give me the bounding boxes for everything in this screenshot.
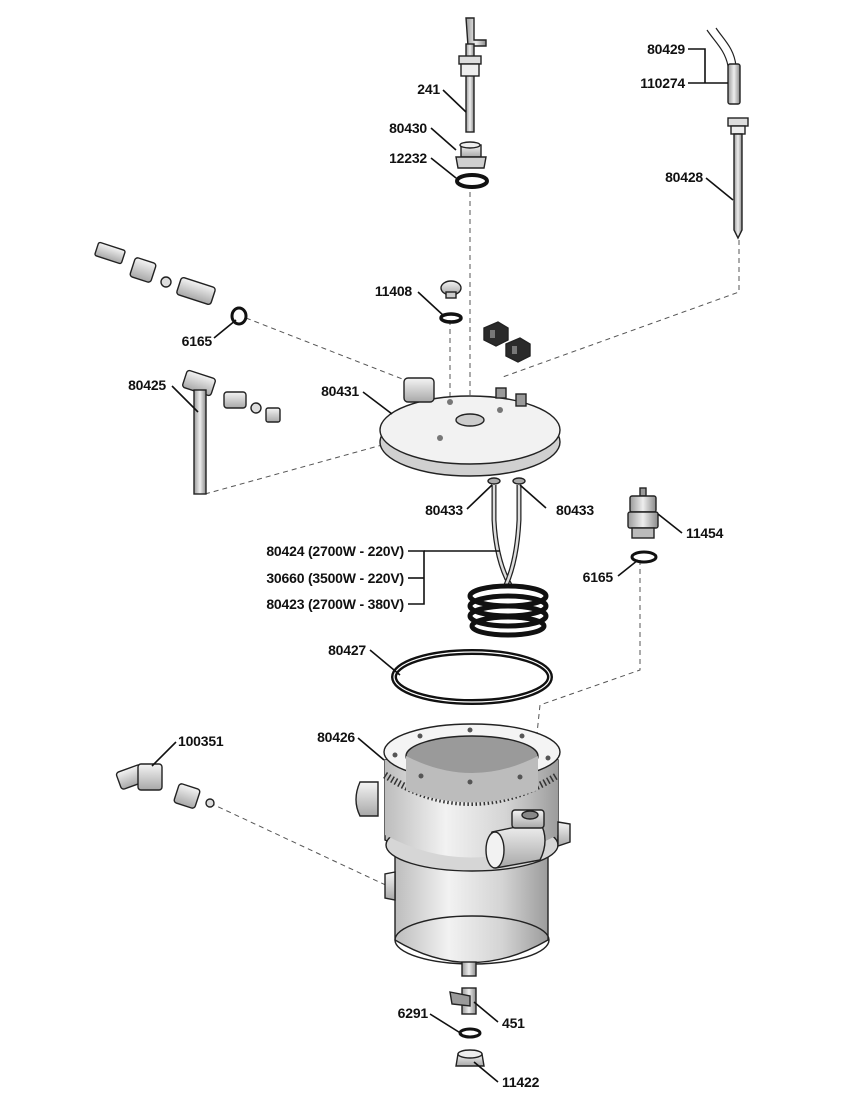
label-12232: 12232 (389, 150, 427, 166)
label-80428: 80428 (665, 169, 703, 185)
label-80423: 80423 (2700W - 380V) (266, 596, 404, 612)
label-11408: 11408 (375, 283, 413, 299)
part-110274-sensor (706, 27, 741, 105)
label-80425: 80425 (128, 377, 166, 393)
part-12232-o-ring (455, 173, 489, 189)
leader-lines (151, 48, 734, 1083)
label-451: 451 (502, 1015, 525, 1031)
part-451-drain-valve (449, 987, 477, 1015)
label-100351: 100351 (178, 733, 224, 749)
label-80430: 80430 (389, 120, 427, 136)
label-110274: 110274 (640, 75, 685, 91)
gasket-highlight (393, 651, 551, 703)
label-6165-top: 6165 (182, 333, 213, 349)
part-labels: 241 80430 12232 80429 110274 80428 11408… (128, 41, 724, 1090)
label-80426: 80426 (317, 729, 355, 745)
part-80425-tee (182, 369, 281, 495)
part-80428-long-probe (727, 117, 749, 240)
part-80431-flange-plate (379, 377, 561, 477)
part-11422-nut (455, 1049, 485, 1067)
label-30660: 30660 (3500W - 220V) (266, 570, 404, 586)
label-80433-right: 80433 (556, 502, 594, 518)
terminal-clips (483, 321, 531, 363)
part-80430-fitting (455, 141, 487, 169)
label-241: 241 (417, 81, 440, 97)
part-11408-plug (439, 280, 463, 324)
part-6291-washer (458, 1027, 482, 1039)
left-fitting-set (94, 241, 248, 326)
label-80424: 80424 (2700W - 220V) (266, 543, 404, 559)
part-80426-boiler-body (355, 723, 571, 977)
part-100351-elbow (115, 763, 215, 809)
part-241-probe-rod (458, 17, 487, 133)
label-80431: 80431 (321, 383, 359, 399)
label-11454: 11454 (686, 525, 724, 541)
label-80433-left: 80433 (425, 502, 463, 518)
label-80427: 80427 (328, 642, 366, 658)
label-6291: 6291 (398, 1005, 429, 1021)
heating-element (467, 477, 549, 638)
label-11422: 11422 (502, 1074, 540, 1090)
label-80429: 80429 (647, 41, 685, 57)
part-11454-valve (627, 487, 659, 564)
label-6165-right: 6165 (583, 569, 614, 585)
